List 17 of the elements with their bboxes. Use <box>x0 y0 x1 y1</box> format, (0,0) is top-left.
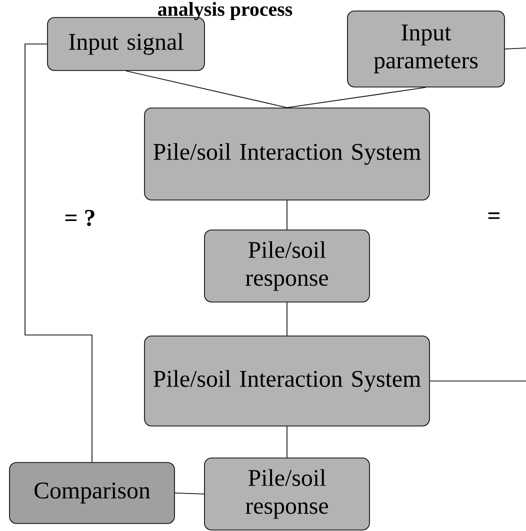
connector-line <box>126 70 288 108</box>
connector-line <box>286 200 288 230</box>
process-box: Pile/soil Interaction System <box>144 336 430 426</box>
connector-line <box>504 48 526 50</box>
connector-line <box>286 87 426 108</box>
process-box: Pile/soil response <box>204 458 370 530</box>
connector-line <box>286 302 288 336</box>
connector-line <box>430 380 526 382</box>
process-box: Pile/soil Interaction System <box>144 108 430 200</box>
process-box: Input parameters <box>347 10 505 88</box>
process-box: Pile/soil response <box>204 230 370 302</box>
connector-line <box>286 426 288 458</box>
equals-label: = <box>488 212 500 219</box>
equals-label: = ? <box>65 210 94 226</box>
connector-line <box>24 44 92 462</box>
connector-line <box>174 492 204 494</box>
process-box: Comparison <box>9 462 175 524</box>
